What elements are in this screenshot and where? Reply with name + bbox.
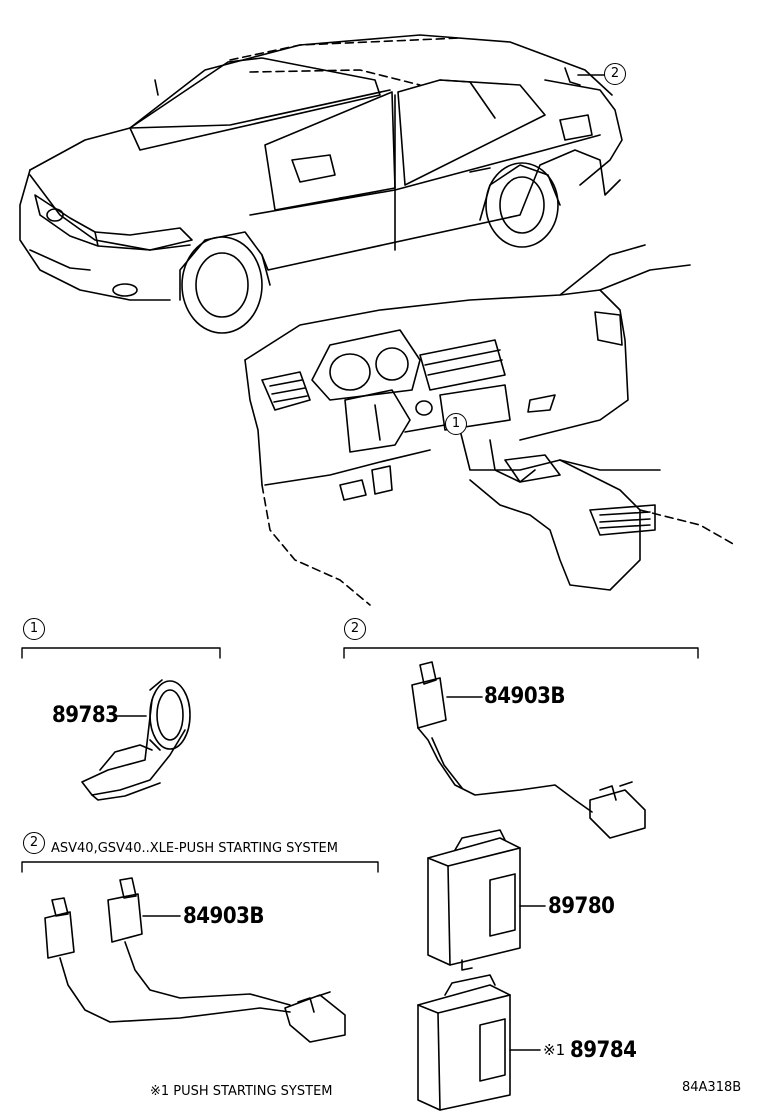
part-label-89784[interactable]: 89784 bbox=[570, 1038, 637, 1063]
part-label-89783[interactable]: 89783 bbox=[52, 703, 119, 728]
part-label-84903b-right[interactable]: 84903B bbox=[484, 684, 565, 709]
drawing-id: 84A318B bbox=[682, 1080, 742, 1095]
part-label-84903b-left[interactable]: 84903B bbox=[183, 904, 264, 929]
part-89780-drawing bbox=[427, 829, 546, 971]
section-brackets bbox=[21, 647, 699, 873]
part-84903b-right-drawing bbox=[411, 661, 646, 839]
part-89784-note-marker: ※1 bbox=[543, 1041, 566, 1059]
section-3-number: 2 bbox=[23, 832, 45, 854]
part-84903b-left-drawing bbox=[44, 877, 346, 1043]
part-89783-drawing bbox=[81, 679, 191, 801]
vehicle-illustration bbox=[19, 34, 623, 334]
callout-2-circle: 2 bbox=[604, 63, 626, 85]
section-3-title: ASV40,GSV40..XLE-PUSH STARTING SYSTEM bbox=[51, 841, 338, 856]
footnote: ※1 PUSH STARTING SYSTEM bbox=[150, 1084, 333, 1099]
part-label-89780[interactable]: 89780 bbox=[548, 894, 615, 919]
part-89784-drawing bbox=[417, 974, 541, 1111]
callout-1-circle: 1 bbox=[445, 413, 467, 435]
section-2-number: 2 bbox=[344, 618, 366, 640]
dashboard-illustration bbox=[244, 244, 736, 606]
section-1-number: 1 bbox=[23, 618, 45, 640]
